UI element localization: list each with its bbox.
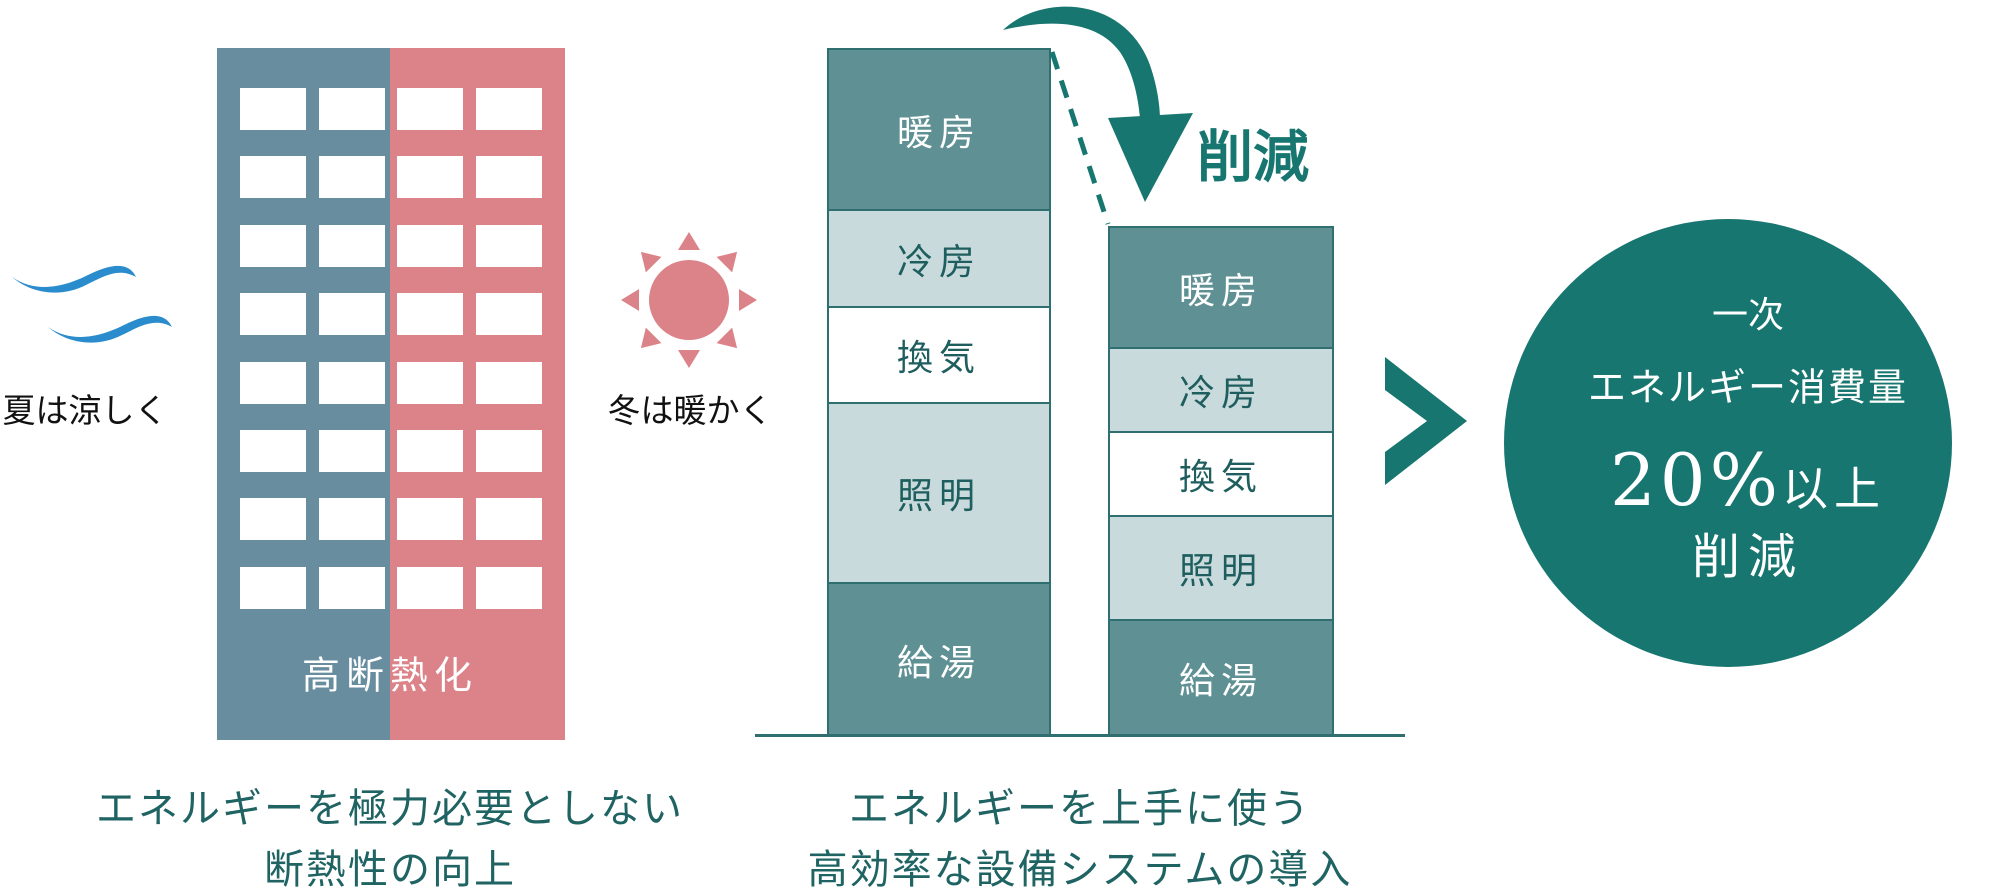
result-suffix: 以上 [1782, 462, 1887, 516]
result-percent: 20% [1609, 438, 1783, 522]
bar-segment: 冷房 [1110, 349, 1332, 433]
building-window [319, 88, 385, 130]
sun-icon [621, 232, 757, 368]
building-window [319, 293, 385, 336]
bar-segment: 照明 [829, 404, 1049, 584]
building-window [476, 293, 542, 336]
building-window [240, 88, 306, 130]
sun-ray [640, 327, 662, 349]
summer-label: 夏は涼しく [2, 391, 168, 430]
arrow-head-icon [1108, 113, 1193, 202]
bar-segment: 換気 [829, 308, 1049, 404]
energy-bar-after: 暖房冷房換気照明給湯 [1108, 226, 1334, 737]
building-window [319, 224, 385, 267]
bar-segment: 照明 [1110, 517, 1332, 621]
building-window [397, 224, 463, 267]
bar-segment: 換気 [1110, 433, 1332, 517]
building-window [240, 430, 306, 472]
building-window [476, 498, 542, 541]
building-window [319, 361, 385, 404]
building-window [397, 156, 463, 199]
building-window [319, 156, 385, 199]
building-window [319, 566, 385, 609]
building-window [397, 293, 463, 336]
bar-segment: 給湯 [829, 584, 1049, 737]
cool-waves-icon [12, 265, 172, 343]
result-circle [1504, 219, 1952, 667]
sun-ray [716, 327, 738, 349]
building-window [476, 88, 542, 130]
result-line4: 削減 [1691, 529, 1805, 585]
bar-segment: 冷房 [829, 211, 1049, 308]
winter-label: 冬は暖かく [607, 391, 773, 430]
building-window [397, 566, 463, 609]
sun-ray [678, 350, 700, 368]
building-window [240, 293, 306, 336]
energy-bar-before: 暖房冷房換気照明給湯 [827, 48, 1051, 737]
building-window [240, 498, 306, 541]
building-label: 高断熱化 [301, 653, 479, 698]
sun-ray [621, 289, 639, 311]
building-window [476, 361, 542, 404]
sun-ray [739, 289, 757, 311]
equipment-caption-line2: 高効率な設備システムの導入 [807, 847, 1353, 893]
greater-than-icon [1385, 357, 1467, 485]
bar-segment: 暖房 [829, 50, 1049, 211]
building-window [476, 430, 542, 472]
building-window [319, 498, 385, 541]
building-window [240, 566, 306, 609]
equipment-caption-line1: エネルギーを上手に使う [849, 786, 1311, 832]
building-window [476, 566, 542, 609]
building-window [397, 88, 463, 130]
building-window [240, 224, 306, 267]
result-line3: 20%以上 [1610, 438, 1886, 522]
insulation-caption-line2: 断熱性の向上 [264, 847, 516, 893]
curved-arrow-body [1003, 6, 1160, 119]
baseline [755, 734, 1405, 737]
building-window [319, 430, 385, 472]
building-window [397, 430, 463, 472]
sun-ray [678, 232, 700, 250]
building-window [240, 156, 306, 199]
dashed-reduction-line [1049, 51, 1111, 225]
bar-segment: 給湯 [1110, 621, 1332, 737]
insulation-caption-line1: エネルギーを極力必要としない [96, 786, 684, 832]
reduction-label: 削減 [1197, 124, 1309, 191]
sun-ray [716, 251, 738, 273]
building-window [476, 224, 542, 267]
result-line1: 一次 [1711, 295, 1785, 336]
building-window [397, 498, 463, 541]
building-window [476, 156, 542, 199]
result-line2: エネルギー消費量 [1587, 365, 1909, 410]
sun-ray [640, 251, 662, 273]
building-window [240, 361, 306, 404]
bar-segment: 暖房 [1110, 228, 1332, 349]
building-window [397, 361, 463, 404]
